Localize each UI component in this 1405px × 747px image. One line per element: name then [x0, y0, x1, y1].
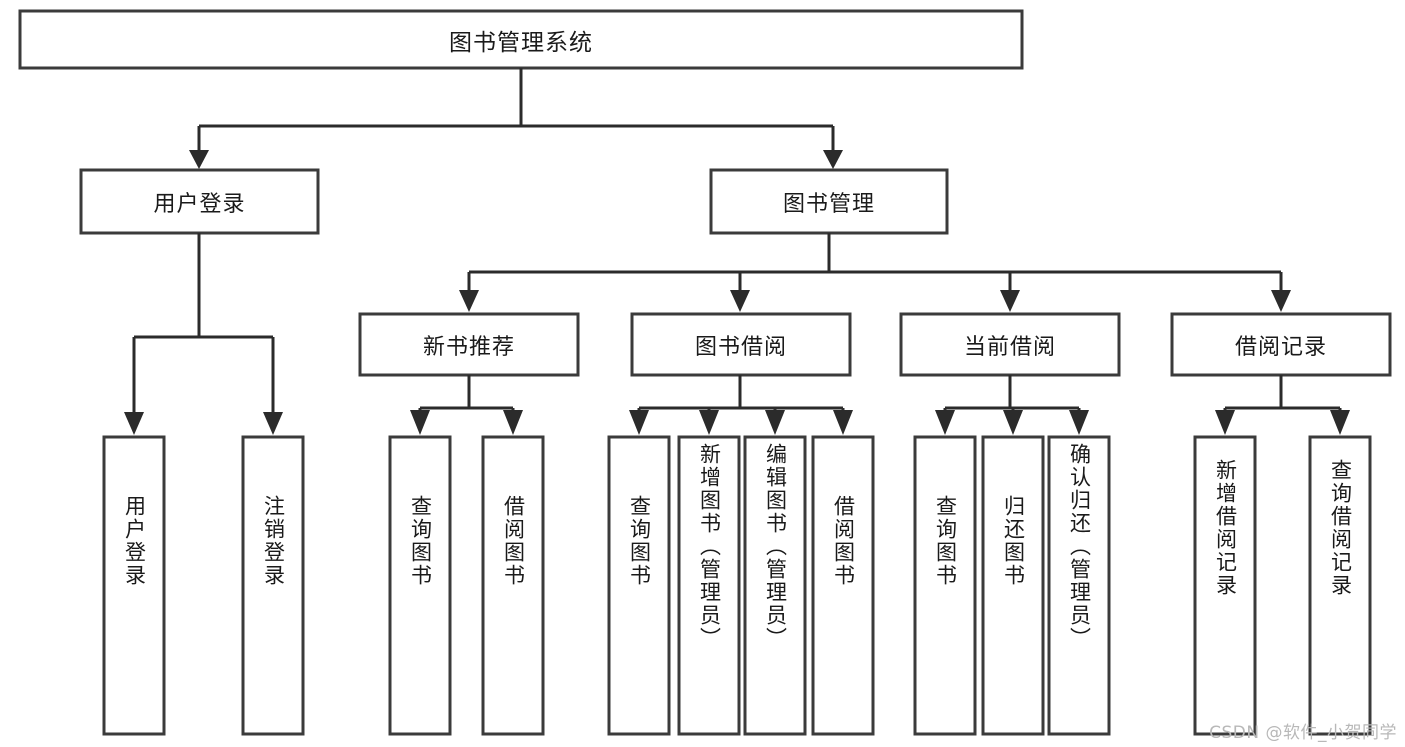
connector-userlogin-to-leaves: [132, 233, 275, 415]
arrow-head-book-borrow: [730, 290, 750, 312]
leaf-box-return-book[interactable]: [981, 435, 1045, 736]
arrow-head-leaf-logout: [263, 412, 283, 435]
leaf-box-query-book-3[interactable]: [913, 435, 977, 736]
arrow-head-leaf-user-login: [124, 412, 144, 435]
leaf-box-confirm-return[interactable]: [1047, 435, 1111, 736]
connector-bookmanage-to-level2: [467, 233, 1283, 292]
arrow-head-leaf-query-book-1: [410, 410, 430, 435]
leaf-box-user-login[interactable]: [102, 435, 166, 736]
leaf-box-query-book-1[interactable]: [388, 435, 452, 736]
node-borrow-record[interactable]: [1170, 312, 1392, 377]
arrow-head-leaf-add-record: [1215, 410, 1235, 435]
arrow-head-leaf-add-book: [699, 410, 719, 435]
node-root-system[interactable]: [18, 9, 1024, 70]
arrow-head-new-book-recommend: [459, 290, 479, 312]
node-user-login[interactable]: [79, 168, 320, 235]
arrow-head-current-borrow: [1000, 290, 1020, 312]
arrow-head-leaf-borrow-book-2: [833, 410, 853, 435]
leaf-box-logout[interactable]: [241, 435, 305, 736]
leaf-box-query-borrow-record[interactable]: [1308, 435, 1372, 736]
leaf-box-add-borrow-record[interactable]: [1193, 435, 1257, 736]
csdn-watermark: CSDN @软件_小贺同学: [1209, 723, 1397, 743]
arrow-head-leaf-query-book-2: [629, 410, 649, 435]
arrow-head-user-login: [189, 150, 209, 169]
connector-newbook-to-leaves: [418, 375, 515, 415]
connector-bookborrow-to-leaves: [637, 375, 845, 415]
connector-borrowrecord-to-leaves: [1223, 375, 1342, 415]
leaf-box-edit-book[interactable]: [743, 435, 807, 736]
arrow-head-leaf-return-book: [1003, 410, 1023, 435]
leaf-box-query-book-2[interactable]: [607, 435, 671, 736]
arrow-head-leaf-query-book-3: [935, 410, 955, 435]
node-book-borrow[interactable]: [630, 312, 852, 377]
arrow-head-leaf-borrow-book-1: [503, 410, 523, 435]
leaf-box-add-book[interactable]: [677, 435, 741, 736]
arrow-head-leaf-edit-book: [765, 410, 785, 435]
node-new-book-recommend[interactable]: [358, 312, 580, 377]
arrow-head-borrow-record: [1271, 290, 1291, 312]
arrow-head-leaf-confirm-return: [1069, 410, 1089, 435]
connector-currentborrow-to-leaves: [943, 375, 1081, 415]
arrow-head-leaf-query-record: [1330, 410, 1350, 435]
node-current-borrow[interactable]: [899, 312, 1121, 377]
leaf-box-borrow-book-1[interactable]: [481, 435, 545, 736]
node-book-management[interactable]: [709, 168, 949, 235]
arrow-head-book-manage: [823, 150, 843, 169]
connector-root-to-level1: [197, 68, 835, 150]
leaf-box-borrow-book-2[interactable]: [811, 435, 875, 736]
